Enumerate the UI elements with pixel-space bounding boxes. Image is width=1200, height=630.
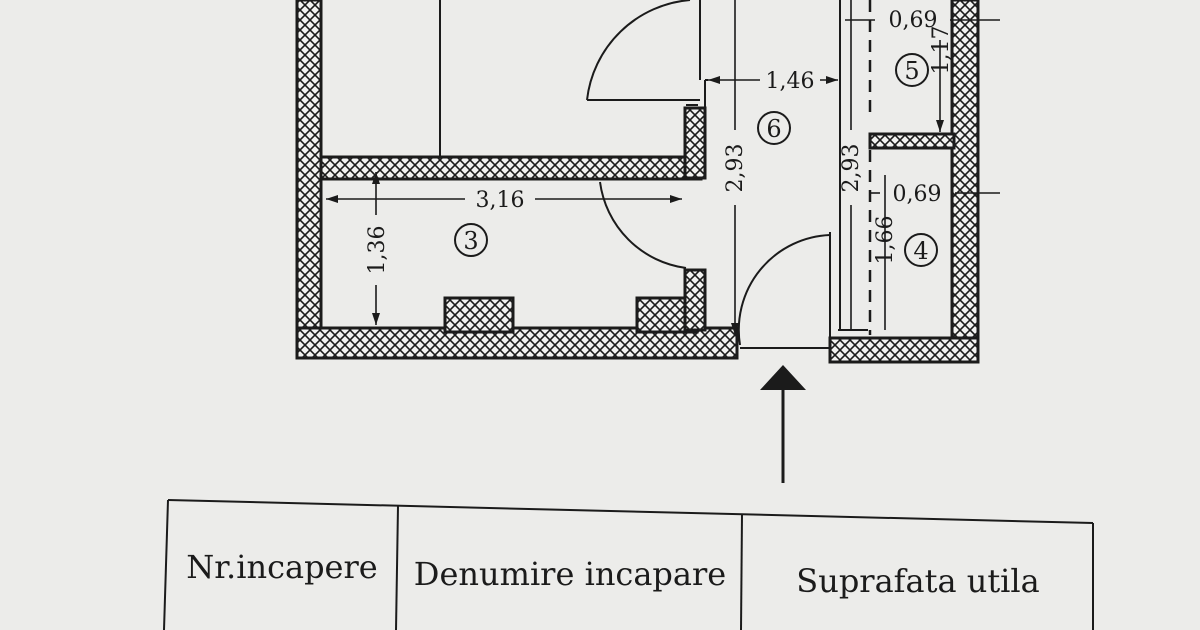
door-room-3 [599,181,687,269]
wall-bottom-right [828,336,980,364]
dimension-1-36: 1,36 [365,226,390,275]
wall-corridor-left-low [683,268,707,332]
wall-corridor-left [683,106,707,180]
door-entrance [737,234,831,346]
entrance-arrow-icon [760,365,806,483]
room-numbers: 3 6 5 4 [454,53,938,267]
room-number-6: 6 [766,115,781,143]
room-table: Nr.incapere Denumire incapare Suprafata … [163,499,1094,630]
wall-pillar-1 [443,296,515,334]
room-number-5: 5 [904,57,919,85]
dimension-0-69-top: 0,69 [889,8,938,33]
dimension-1-46: 1,46 [766,69,815,94]
dimension-1-66: 1,66 [873,216,898,265]
wall-left [295,0,323,352]
dimension-labels: 3,16 1,36 1,46 2,93 2,93 0,69 0,69 1,66 … [365,8,954,274]
room-number-3: 3 [463,227,478,255]
wall-right [950,0,980,362]
wall-bath-partition [868,132,956,150]
dimension-2-93-corridor: 2,93 [723,144,748,193]
dimension-3-16: 3,16 [476,188,525,213]
dimension-2-93-bath: 2,93 [839,144,864,193]
dimension-0-69-lower: 0,69 [893,182,942,207]
table-header-suprafata-utila: Suprafata utila [796,562,1039,600]
dimension-1-17: 1,17 [929,26,954,75]
wall-partition-mid [319,155,703,181]
room-number-4: 4 [913,237,928,265]
table-header-nr-incapere: Nr.incapere [186,548,377,586]
walls [295,0,980,364]
table-header-denumire-incapare: Denumire incapare [414,555,726,593]
door-upper [586,0,700,101]
doors [586,0,831,346]
interior-lines [439,0,868,350]
dimension-lines [326,0,1000,335]
